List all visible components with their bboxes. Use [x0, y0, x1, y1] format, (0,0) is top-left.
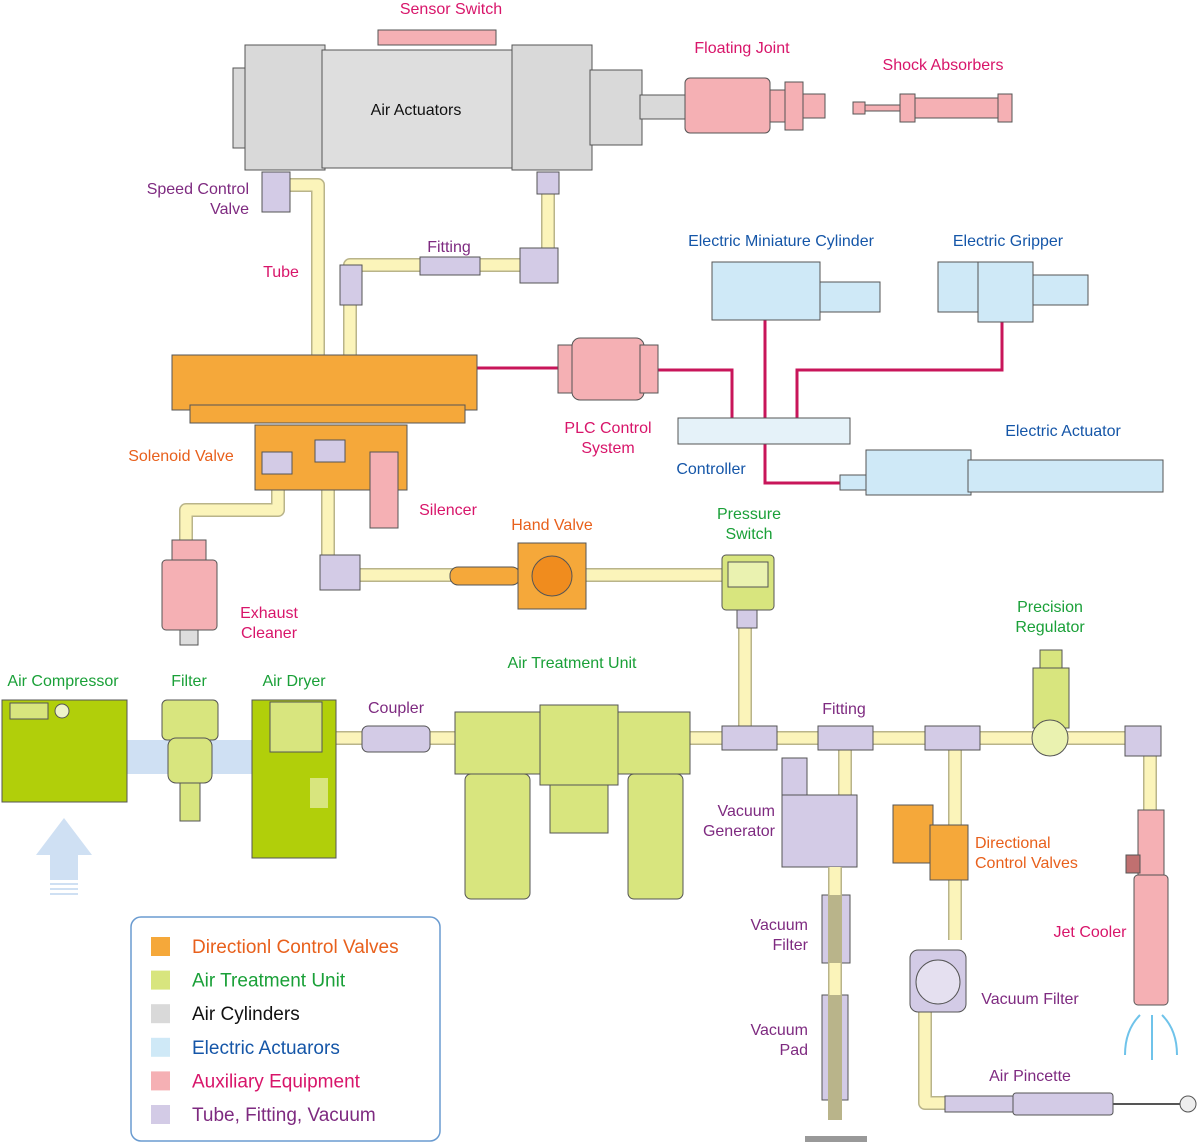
legend-swatch [151, 1037, 170, 1057]
legend-swatch [151, 970, 170, 990]
fitting [536, 171, 560, 195]
elbow-fitting [319, 554, 361, 591]
air-dryer [251, 699, 337, 859]
legend-swatch [151, 1105, 170, 1124]
filter [161, 699, 219, 822]
label-vacuum-pad: Vacuum [750, 1022, 808, 1039]
legend-swatch [151, 937, 170, 956]
label-speed-control-valve: Speed Control [147, 181, 249, 198]
label-vacuum-filter-right: Vacuum Filter [981, 991, 1079, 1008]
label-vacuum-filter-left: Vacuum [750, 917, 808, 934]
precision-regulator [1031, 649, 1070, 757]
silencer [369, 451, 399, 529]
signal-wires [475, 320, 1004, 485]
legend-item: Directionl Control Valves [151, 937, 399, 958]
label-vacuum-pad-2: Pad [780, 1042, 808, 1059]
label-silencer: Silencer [419, 502, 477, 519]
vacuum-generator [781, 757, 858, 868]
legend-item: Auxiliary Equipment [151, 1071, 361, 1092]
label-coupler: Coupler [368, 700, 425, 717]
label-exhaust-cleaner-2: Cleaner [241, 625, 298, 642]
tee-fittings [721, 725, 1162, 757]
label-exhaust-cleaner: Exhaust [240, 605, 298, 622]
legend-label: Electric Actuarors [192, 1038, 340, 1059]
air-compressor [1, 699, 128, 803]
label-hand-valve: Hand Valve [511, 517, 593, 534]
label-filter: Filter [171, 673, 207, 690]
label-electric-gripper: Electric Gripper [953, 233, 1064, 250]
label-vacuum-generator-2: Generator [703, 823, 776, 840]
label-electric-miniature-cylinder: Electric Miniature Cylinder [688, 233, 875, 250]
label-floating-joint: Floating Joint [694, 40, 790, 57]
plc-control-system [557, 337, 659, 401]
controller [677, 417, 851, 445]
label-air-actuators: Air Actuators [371, 102, 462, 119]
electric-actuator [839, 449, 1164, 496]
label-fitting-top: Fitting [427, 239, 471, 256]
label-electric-actuator: Electric Actuator [1005, 423, 1121, 440]
legend-label: Auxiliary Equipment [192, 1071, 361, 1092]
label-pressure-switch-2: Switch [725, 526, 772, 543]
label-controller: Controller [676, 461, 746, 478]
label-directional-control-valves: Directional [975, 835, 1051, 852]
hand-valve [449, 542, 587, 610]
label-vacuum-filter-left-2: Filter [772, 937, 808, 954]
legend-label: Air Cylinders [192, 1004, 300, 1025]
label-directional-control-valves-2: Control Valves [975, 855, 1078, 872]
legend-label: Tube, Fitting, Vacuum [192, 1105, 376, 1126]
label-solenoid-valve: Solenoid Valve [128, 448, 234, 465]
electric-miniature-cylinder [711, 261, 881, 321]
jet-cooler [1124, 809, 1178, 1060]
tube-fittings [339, 247, 559, 306]
label-shock-absorbers: Shock Absorbers [883, 57, 1004, 74]
legend-item: Air Treatment Unit [151, 970, 346, 992]
legend-swatch [151, 1071, 170, 1091]
label-precision-regulator-2: Regulator [1015, 619, 1085, 636]
label-air-compressor: Air Compressor [7, 673, 119, 690]
legend-item: Air Cylinders [151, 1004, 300, 1025]
label-sensor-switch: Sensor Switch [400, 1, 502, 18]
sensor-switch [377, 29, 497, 46]
label-speed-control-valve-2: Valve [210, 201, 249, 218]
label-fitting-bottom: Fitting [822, 701, 866, 718]
label-air-dryer: Air Dryer [262, 673, 326, 690]
legend-item: Tube, Fitting, Vacuum [151, 1105, 376, 1126]
speed-control-valve [261, 171, 291, 213]
label-air-treatment-unit: Air Treatment Unit [508, 655, 637, 672]
label-plc-control-system-2: System [581, 440, 634, 457]
label-tube: Tube [263, 264, 299, 281]
label-plc-control-system: PLC Control [564, 420, 651, 437]
floating-joint [684, 77, 826, 134]
legend-label: Directionl Control Valves [192, 937, 399, 958]
coupler [361, 725, 431, 753]
shock-absorber [852, 93, 1013, 123]
electric-gripper [937, 261, 1089, 323]
intake-arrow [36, 818, 92, 895]
legend-item: Electric Actuarors [151, 1037, 340, 1059]
label-precision-regulator: Precision [1017, 599, 1083, 616]
legend-swatch [151, 1004, 170, 1024]
air-pincette [944, 1092, 1197, 1116]
vacuum-filter-2 [909, 949, 967, 1013]
air-treatment-unit [454, 704, 691, 900]
legend-label: Air Treatment Unit [192, 971, 346, 992]
pressure-switch [721, 554, 775, 629]
label-vacuum-generator: Vacuum [717, 803, 775, 820]
directional-control-valve [892, 804, 969, 881]
component-labels: Sensor Switch Floating Joint Shock Absor… [7, 1, 1127, 1085]
air-actuator-cylinder [232, 44, 689, 171]
exhaust-cleaner [161, 539, 218, 646]
label-pressure-switch: Pressure [717, 506, 781, 523]
label-jet-cooler: Jet Cooler [1054, 924, 1128, 941]
solenoid-valve [171, 354, 478, 491]
label-air-pincette: Air Pincette [989, 1068, 1071, 1085]
